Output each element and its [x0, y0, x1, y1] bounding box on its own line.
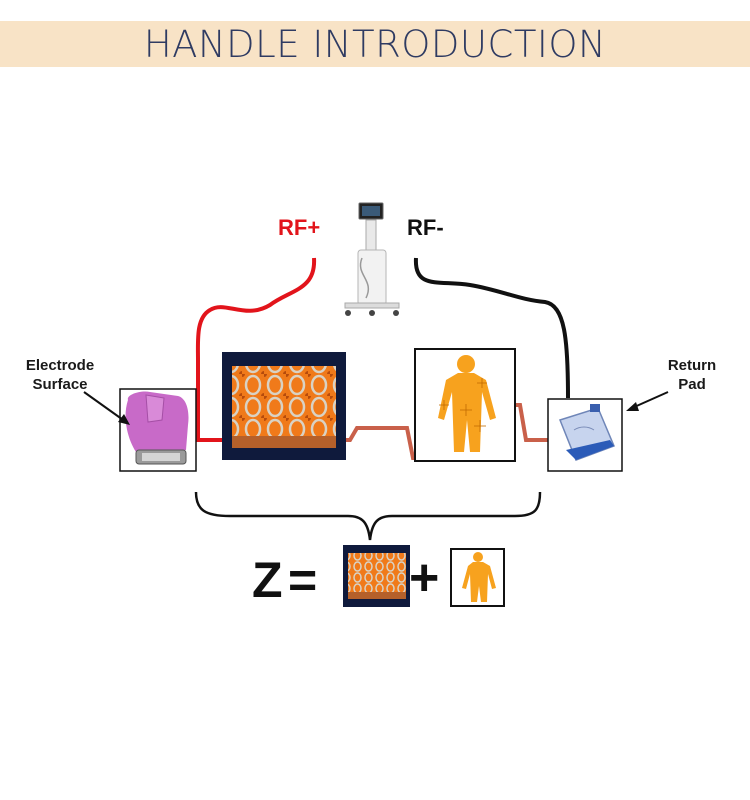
return-pad-icon — [547, 398, 623, 472]
electrode-handpiece-icon — [119, 388, 197, 472]
electrode-surface-label: Electrode Surface — [14, 356, 106, 394]
tissue-image — [222, 352, 346, 460]
title-banner: HANDLE INTRODUCTION — [0, 21, 750, 67]
rf-negative-wire — [413, 257, 570, 399]
return-pad-label: Return Pad — [662, 356, 722, 394]
formula-equals: = — [288, 552, 318, 608]
return-label-line2: Pad — [678, 376, 706, 393]
formula-plus: + — [409, 549, 440, 607]
formula-tissue-image — [343, 545, 410, 607]
formula-body-image — [450, 548, 505, 607]
grouping-brace — [194, 491, 542, 541]
tissue-body-wire — [345, 426, 418, 460]
return-label-line1: Return — [667, 357, 717, 374]
rf-positive-wire — [195, 257, 317, 442]
rf-machine-icon — [344, 202, 400, 316]
electrode-label-line2: Surface — [32, 376, 88, 393]
rf-plus-label: RF+ — [278, 215, 321, 240]
return-pad-arrow — [631, 391, 669, 409]
electrode-label-line1: Electrode — [25, 357, 95, 374]
body-pad-wire — [515, 403, 548, 442]
electrode-arrow — [83, 391, 127, 423]
page-title: HANDLE INTRODUCTION — [143, 23, 607, 66]
rf-minus-label: RF- — [407, 215, 444, 240]
human-body-image — [414, 348, 516, 462]
formula-z: Z — [252, 552, 283, 608]
